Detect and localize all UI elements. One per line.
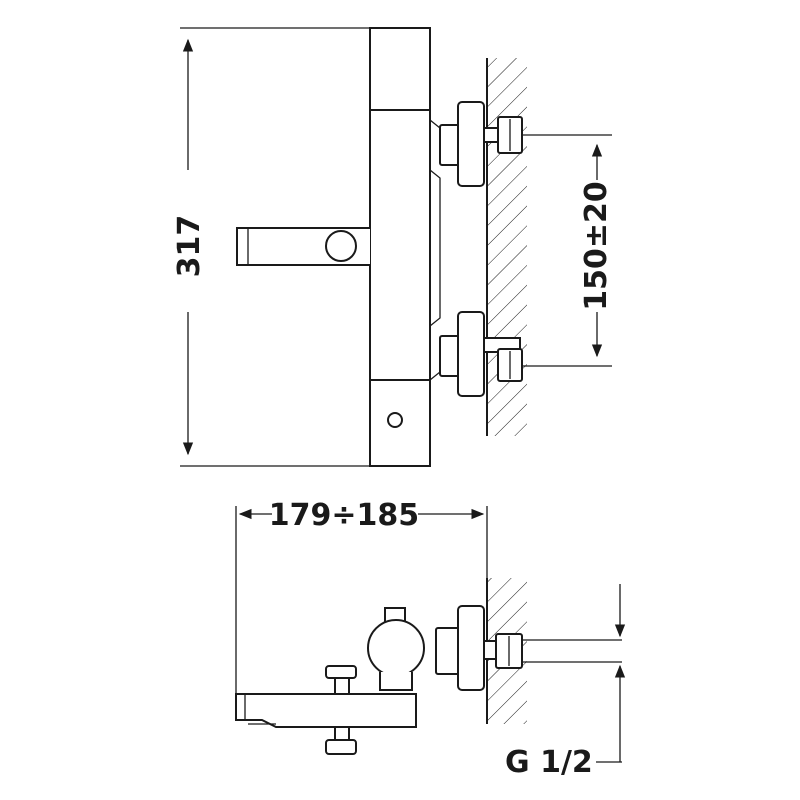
diverter-knob-side <box>325 665 357 695</box>
spout-side <box>235 693 417 755</box>
connection-pipes <box>429 119 441 381</box>
lower-inlet-fitting <box>439 311 612 397</box>
height-dimension: 317 <box>172 27 370 467</box>
front-view: 317 150±20 <box>172 27 614 467</box>
inlet-spacing-label: 150±20 <box>579 181 614 311</box>
upper-inlet-fitting <box>439 101 612 187</box>
spout-front <box>236 227 370 266</box>
connection-label: G 1/2 <box>505 745 593 780</box>
side-view: 179÷185 G 1/2 <box>235 498 626 780</box>
cartridge-side <box>367 607 425 691</box>
connection-dimension: G 1/2 <box>505 584 626 780</box>
depth-dimension-label: 179÷185 <box>269 498 419 533</box>
height-dimension-label: 317 <box>172 215 207 278</box>
mixer-body-front <box>369 27 431 467</box>
depth-dimension: 179÷185 <box>235 498 488 694</box>
side-inlet-fitting <box>435 605 622 691</box>
inlet-spacing-dimension: 150±20 <box>579 143 614 358</box>
